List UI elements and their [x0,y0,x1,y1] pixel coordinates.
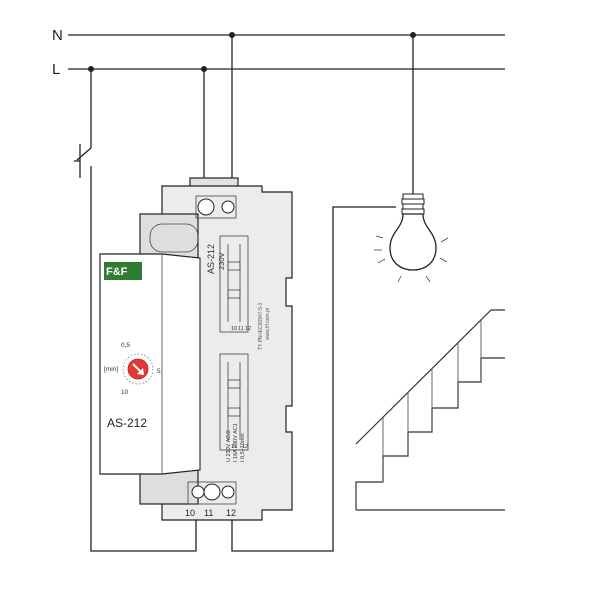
brand-logo: F&F [104,262,142,280]
spec-line-2: I 16A 230V AC1 [233,423,239,462]
relay-mark-11b: 11 [231,444,237,450]
wire-switch-to-terminal-10 [90,172,197,552]
timer-relay-device: 10 11 12 11 12 AS-212 230V U 230V AC/2 I… [99,177,293,521]
relay-mark-10: 10 [231,326,237,332]
side-voltage-label: 230V [217,252,226,270]
spec-line-1: U 230V AC/2 [226,430,232,462]
spec-line-3: t 0,5÷10min [240,433,246,462]
brand-text: F&F [106,266,128,278]
light-bulb-icon [374,193,449,283]
relay-mark-12: 12 [245,326,251,332]
line-label: L [52,61,60,78]
relay-mark-12b: 12 [242,444,248,450]
line-phase: L [52,61,505,78]
dial-min-label: 0,5 [121,342,130,349]
model-label: AS-212 [107,416,147,430]
time-dial: 0,5 [min] 5 10 [104,342,161,396]
dial-unit-label: [min] [104,366,118,373]
terminal-11-label: 11 [204,508,213,518]
push-button-icon [74,140,92,178]
neutral-label: N [52,27,63,44]
relay-mark-11: 11 [238,326,244,332]
side-model-label: AS-212 [206,244,216,274]
dial-mid-label: 5 [157,368,161,375]
dial-max-label: 10 [121,389,129,396]
staircase-icon [355,309,505,511]
side-note-website: www.fif.com.pl [265,308,271,340]
neutral-line: N [52,27,505,44]
side-note-standard: TY PN-IEC60947-5-1 [258,302,264,350]
terminal-12-label: 12 [226,508,236,518]
wire-terminal-12-to-lamp [231,206,396,552]
terminal-10-label: 10 [185,508,195,518]
